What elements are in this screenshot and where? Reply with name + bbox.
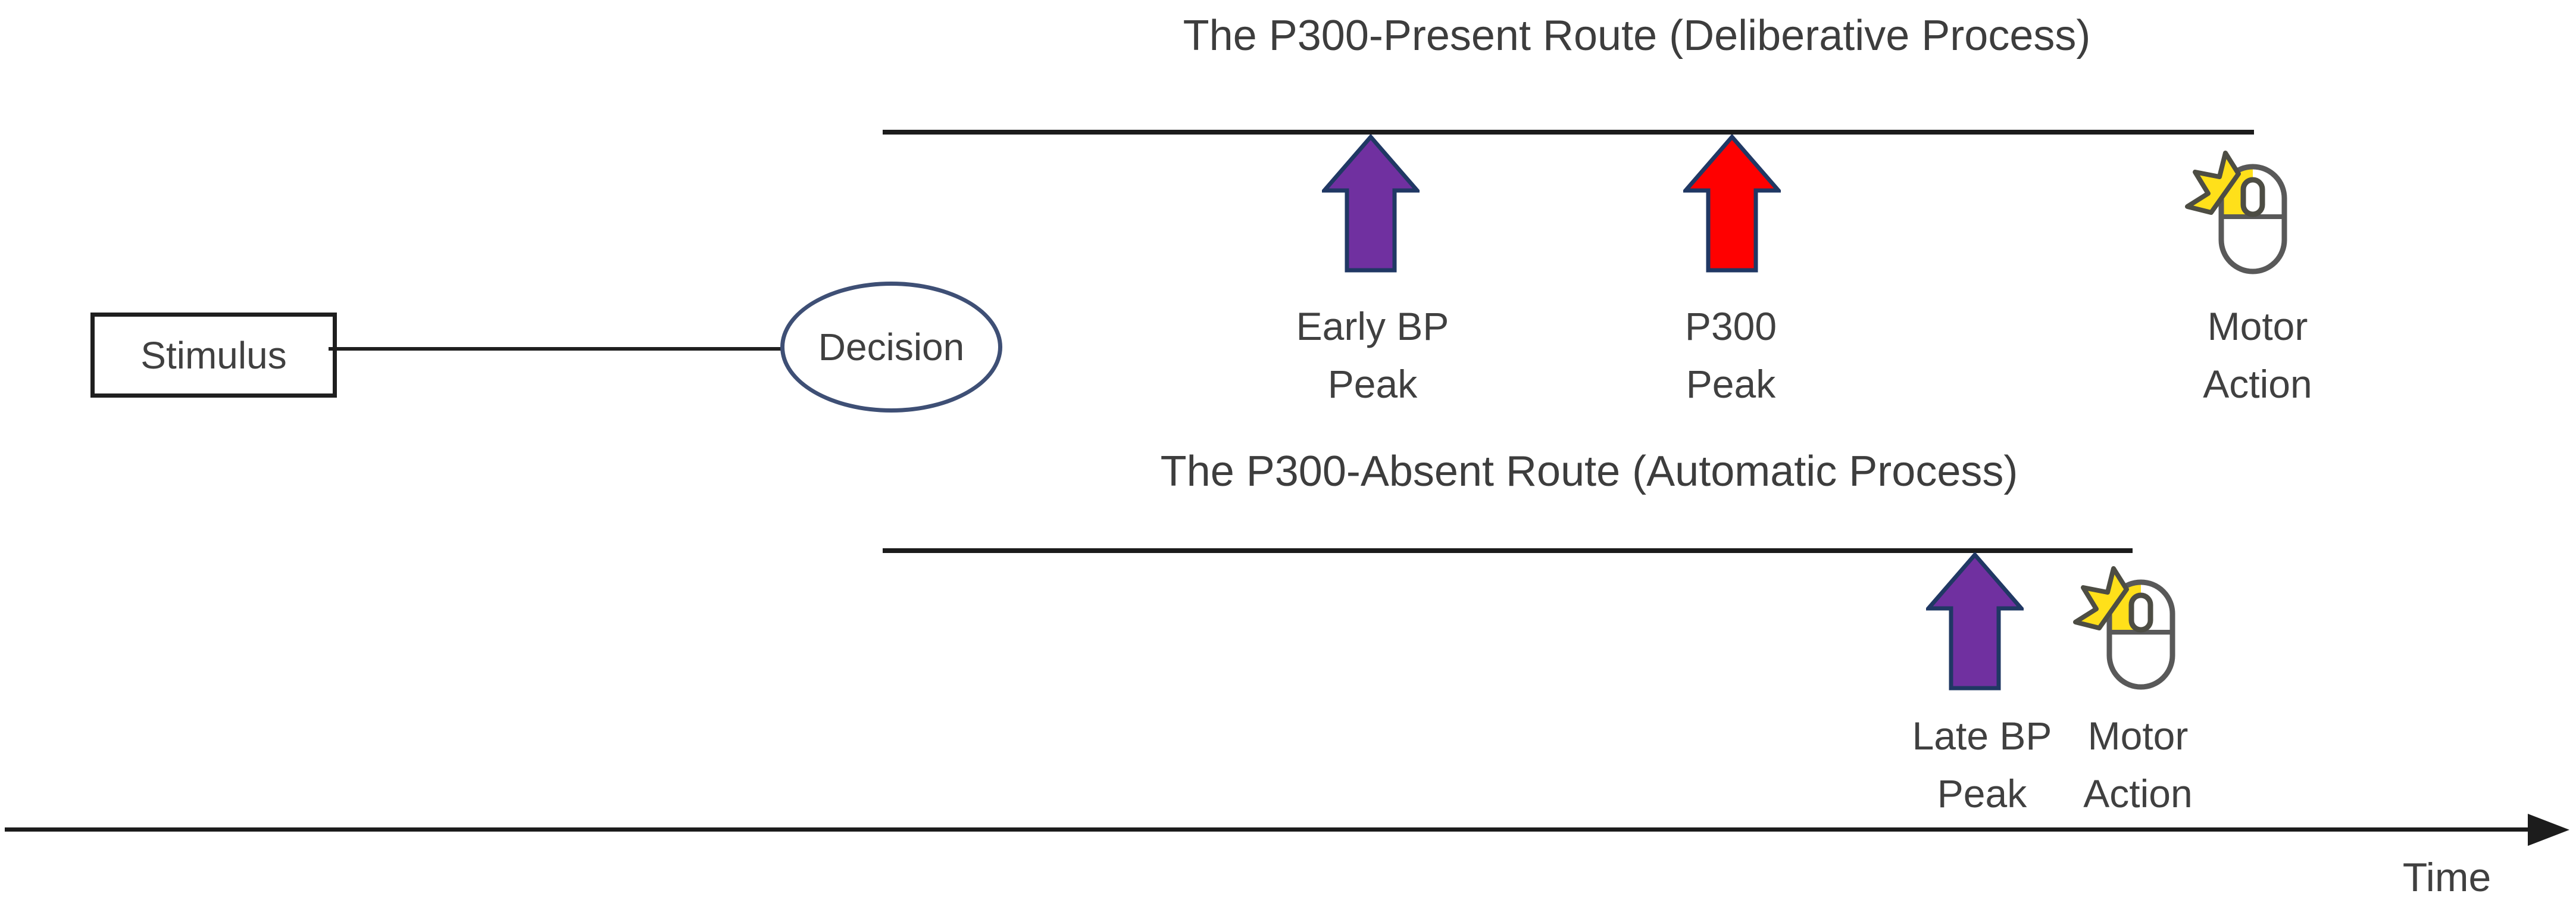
- p300-peak-label: P300 Peak: [1685, 298, 1777, 413]
- decision-label: Decision: [818, 326, 965, 368]
- label-line: Action: [2083, 771, 2193, 816]
- motor-action-label-top: Motor Action: [2203, 298, 2312, 413]
- stimulus-label: Stimulus: [140, 333, 287, 377]
- mouse-click-icon: [2073, 566, 2175, 690]
- bottom-route-title: The P300-Absent Route (Automatic Process…: [1160, 448, 2018, 495]
- late-bp-arrow-icon: [1926, 552, 2024, 691]
- late-bp-peak-label: Late BP Peak: [1912, 707, 2052, 823]
- p300-arrow-icon: [1683, 135, 1781, 273]
- early-bp-arrow-icon: [1322, 135, 1420, 273]
- decision-node: Decision: [780, 282, 1002, 413]
- label-line: Peak: [1686, 362, 1776, 406]
- stimulus-node: Stimulus: [90, 313, 337, 398]
- stimulus-decision-connector: [329, 347, 781, 351]
- time-axis-label: Time: [2402, 855, 2491, 900]
- label-line: Peak: [1937, 771, 2027, 816]
- motor-action-label-bottom: Motor Action: [2083, 707, 2192, 823]
- label-line: Motor: [2207, 304, 2308, 348]
- label-line: P300: [1684, 304, 1777, 348]
- time-axis-line: [5, 827, 2531, 832]
- label-line: Early BP: [1296, 304, 1449, 348]
- label-line: Late BP: [1912, 714, 2052, 758]
- mouse-click-icon: [2185, 151, 2287, 274]
- top-route-title: The P300-Present Route (Deliberative Pro…: [1183, 12, 2091, 60]
- label-line: Action: [2203, 362, 2312, 406]
- bottom-route-timeline: [883, 548, 2133, 553]
- top-route-timeline: [883, 130, 2254, 135]
- early-bp-peak-label: Early BP Peak: [1296, 298, 1449, 413]
- label-line: Motor: [2087, 714, 2189, 758]
- label-line: Peak: [1327, 362, 1418, 406]
- time-axis-arrowhead-icon: [2528, 814, 2569, 846]
